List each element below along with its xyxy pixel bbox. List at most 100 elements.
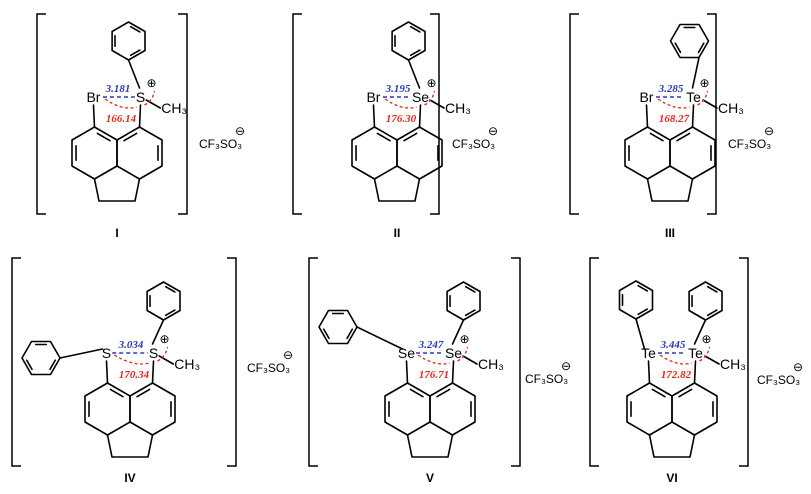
aromatic-double-bond xyxy=(676,132,691,142)
center-bond xyxy=(451,360,455,384)
contact-distance: 3.285 xyxy=(658,83,684,95)
angle-arc xyxy=(417,354,450,365)
ethylene-bridge xyxy=(406,434,454,458)
phenyl-double-bond xyxy=(637,284,649,292)
compound-label: II xyxy=(394,226,401,240)
phenyl-donor-bond xyxy=(356,326,404,350)
contact-angle: 170.34 xyxy=(119,369,150,381)
right-bracket xyxy=(739,257,749,467)
center-atom-label: S xyxy=(136,89,145,105)
phenyl-center-bond xyxy=(451,319,465,345)
methyl-bond xyxy=(702,99,718,109)
aromatic-double-bond xyxy=(376,132,391,142)
counterion-charge: ⊖ xyxy=(283,348,293,362)
phenyl-ring xyxy=(111,21,146,61)
naphthalene-left-ring xyxy=(626,382,673,436)
phenyl-double-bond xyxy=(409,25,421,33)
contact-distance: 3.445 xyxy=(660,339,686,351)
center-atom-label: S xyxy=(149,345,158,361)
naphthalene-left-ring xyxy=(624,126,671,180)
donor-bond xyxy=(92,104,96,128)
methyl-bond xyxy=(704,355,720,365)
donor-atom-label: Br xyxy=(639,89,653,105)
ethylene-bridge xyxy=(646,178,694,202)
contact-distance: 3.195 xyxy=(385,83,411,95)
phenyl-double-bond xyxy=(346,328,354,340)
counterion-label: CF₃SO₃ xyxy=(247,361,290,375)
compound-label: V xyxy=(426,471,434,485)
phenyl-ring xyxy=(21,340,61,376)
aromatic-double-bond xyxy=(651,388,666,398)
phenyl-double-bond xyxy=(409,49,421,57)
phenyl-double-bond xyxy=(322,328,330,340)
left-bracket xyxy=(308,257,318,467)
aromatic-double-bond xyxy=(649,132,664,142)
phenyl-ring xyxy=(146,281,181,321)
positive-charge: ⊕ xyxy=(702,332,712,346)
naphthalene-right-ring xyxy=(116,126,163,180)
contact-distance: 3.247 xyxy=(418,339,444,351)
naphthalene-left-ring xyxy=(71,126,118,180)
aromatic-double-bond xyxy=(123,132,138,142)
methyl-label: CH₃ xyxy=(718,100,744,116)
phenyl-ring xyxy=(669,23,710,59)
phenyl-ring xyxy=(391,21,426,61)
phenyl-double-bond xyxy=(464,309,476,317)
left-bracket xyxy=(36,13,46,215)
methyl-label: CH₃ xyxy=(174,356,200,372)
naphthalene-right-ring xyxy=(396,126,443,180)
ethylene-bridge xyxy=(373,178,421,202)
positive-charge: ⊕ xyxy=(700,76,710,90)
naphthalene-right-ring xyxy=(429,382,476,436)
naphthalene-left-ring xyxy=(84,382,131,436)
contact-angle: 176.71 xyxy=(419,369,449,381)
angle-arc-small xyxy=(424,90,436,106)
angle-arc xyxy=(657,98,690,109)
right-bracket xyxy=(707,13,717,215)
phenyl-double-bond xyxy=(25,359,33,371)
right-bracket xyxy=(178,13,188,215)
aromatic-double-bond xyxy=(436,388,451,398)
positive-charge: ⊕ xyxy=(427,76,437,90)
methyl-bond xyxy=(429,99,445,109)
ethylene-bridge xyxy=(93,178,141,202)
left-bracket xyxy=(569,13,579,215)
angle-arc xyxy=(659,354,692,365)
aromatic-double-bond xyxy=(409,388,424,398)
positive-charge: ⊕ xyxy=(160,332,170,346)
methyl-label: CH₃ xyxy=(720,356,746,372)
phenyl-double-bond xyxy=(129,49,141,57)
compound-label: IV xyxy=(124,471,135,485)
phenyl-center-bond xyxy=(127,59,141,89)
phenyl-ring xyxy=(618,280,654,320)
center-bond xyxy=(151,360,155,384)
counterion-label: CF₃SO₃ xyxy=(199,137,242,151)
angle-arc-small xyxy=(699,346,711,362)
compound-label: III xyxy=(665,226,675,240)
angle-arc xyxy=(113,354,150,365)
donor-bond xyxy=(645,104,649,128)
positive-charge: ⊕ xyxy=(147,76,157,90)
center-bond xyxy=(138,104,142,128)
contact-angle: 176.30 xyxy=(386,113,417,125)
aromatic-double-bond xyxy=(678,388,693,398)
methyl-bond xyxy=(158,355,175,365)
center-atom-label: Te xyxy=(688,345,703,361)
angle-arc-small xyxy=(697,90,709,106)
donor-bond xyxy=(372,104,376,128)
counterion-charge: ⊖ xyxy=(235,124,245,138)
contact-angle: 168.27 xyxy=(659,113,690,125)
left-bracket xyxy=(292,13,302,215)
counterion-charge: ⊖ xyxy=(561,359,571,373)
right-bracket xyxy=(227,257,237,467)
center-atom-label: Se xyxy=(445,345,462,361)
angle-arc-small xyxy=(157,346,169,362)
donor-atom-label: Br xyxy=(86,89,100,105)
left-bracket xyxy=(11,257,21,467)
counterion-label: CF₃SO₃ xyxy=(525,372,568,386)
right-bracket xyxy=(430,13,440,215)
counterion-charge: ⊖ xyxy=(764,124,774,138)
donor-bond xyxy=(105,360,109,384)
